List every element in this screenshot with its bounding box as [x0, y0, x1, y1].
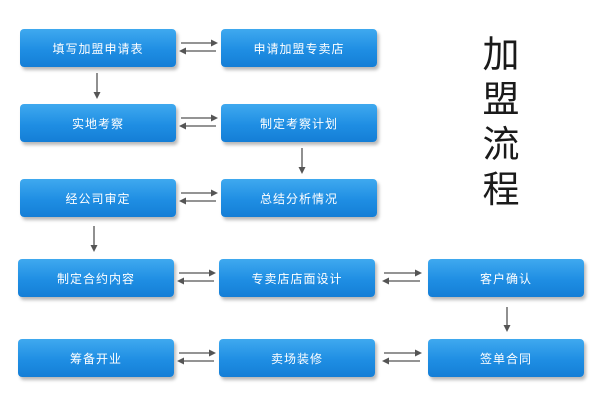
- diagram-title: 加 盟 流 程: [476, 32, 526, 212]
- step-prepare-open: 筹备开业: [18, 339, 174, 377]
- title-char-3: 流: [482, 123, 520, 166]
- double-arrow-row2: [179, 114, 218, 130]
- double-arrow-row1: [179, 39, 218, 55]
- title-char-2: 盟: [482, 78, 520, 121]
- step-inspect-plan: 制定考察计划: [221, 104, 377, 142]
- step-summary: 总结分析情况: [221, 179, 377, 217]
- double-arrow-row4-right: [382, 269, 422, 285]
- step-sign-contract: 签单合同: [428, 339, 584, 377]
- title-char-4: 程: [482, 168, 520, 211]
- double-arrow-row3: [179, 189, 218, 205]
- step-store-decor: 卖场装修: [219, 339, 375, 377]
- step-fill-form: 填写加盟申请表: [20, 29, 176, 67]
- step-store-design: 专卖店店面设计: [219, 259, 375, 297]
- double-arrow-row4-left: [177, 269, 216, 285]
- step-apply-store: 申请加盟专卖店: [221, 29, 377, 67]
- title-char-1: 加: [482, 33, 520, 76]
- double-arrow-row5-right: [382, 349, 422, 365]
- step-client-confirm: 客户确认: [428, 259, 584, 297]
- step-contract-content: 制定合约内容: [18, 259, 174, 297]
- double-arrow-row5-left: [177, 349, 216, 365]
- step-site-visit: 实地考察: [20, 104, 176, 142]
- step-company-review: 经公司审定: [20, 179, 176, 217]
